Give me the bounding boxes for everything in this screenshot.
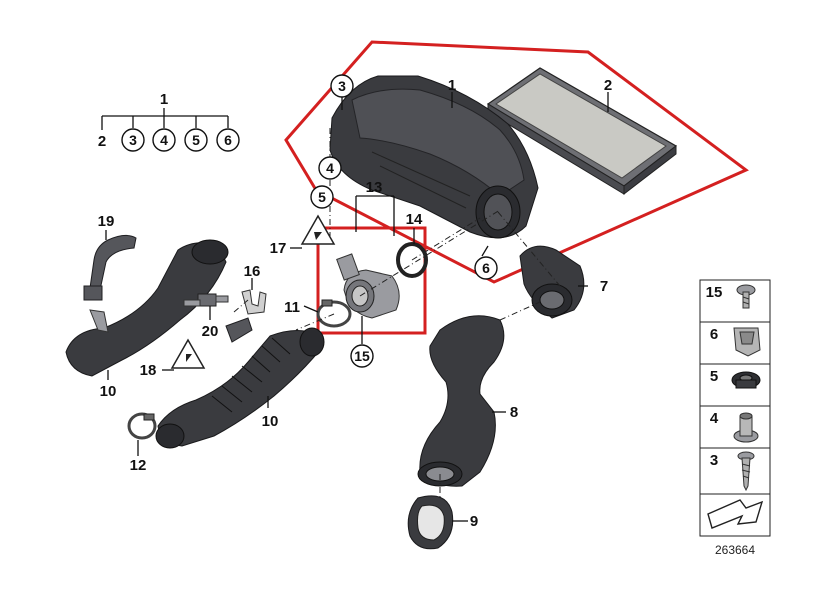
callout-14: 14 [406,211,423,228]
hose-clamp-12 [127,412,157,440]
callout-11: 11 [284,299,300,316]
diagram-number: 263664 [715,543,755,557]
callout-8: 8 [510,404,518,421]
hardware-legend: 15 6 5 4 3 [699,279,771,537]
callout-tree-root: 1 [160,91,168,108]
callout-12: 12 [130,457,147,474]
callout-tree-3: 3 [129,132,137,148]
corrugated-hose [155,317,325,449]
assembly-tree [101,108,229,130]
callout-6: 6 [482,260,490,276]
warning-triangle-18 [170,338,206,369]
callout-10-right: 10 [262,413,279,430]
callout-tree-4: 4 [160,132,168,148]
callout-16: 16 [244,263,261,280]
legend-label-3: 3 [710,452,718,469]
callout-15: 15 [354,348,370,364]
assembly-lines [233,128,561,498]
legend-label-5: 5 [710,368,718,385]
callout-1: 1 [448,77,456,94]
callout-19: 19 [98,213,115,230]
callout-7: 7 [600,278,608,295]
bracket-16 [241,289,267,315]
grommet-5-icon [731,371,761,389]
mass-air-flow-sensor [336,253,400,319]
intake-tube-left [65,239,229,377]
intake-seal [407,495,454,550]
legend-label-6: 6 [710,326,718,343]
rubber-adapter [519,245,585,319]
callout-4: 4 [326,160,334,176]
callout-13: 13 [366,179,383,196]
o-ring-14 [396,242,428,278]
callout-9: 9 [470,513,478,530]
air-filter-element [486,67,678,196]
callout-5: 5 [318,189,326,205]
legend-label-15: 15 [706,284,723,301]
intake-duct [417,315,505,487]
callout-10-left: 10 [100,383,117,400]
callout-3: 3 [338,78,346,94]
screw-15-icon [736,284,756,309]
valve-20 [183,293,229,307]
callout-20: 20 [202,323,219,340]
callout-tree-6: 6 [224,132,232,148]
callout-tree-2: 2 [98,133,106,150]
air-filter-housing [329,75,539,239]
hose-19 [83,234,137,333]
clip-6-icon [733,327,761,357]
hose-clamp-11 [316,299,352,328]
warning-triangle-17 [300,214,336,245]
callout-tree-5: 5 [192,132,200,148]
direction-arrow-icon [707,499,764,529]
callout-18: 18 [140,362,157,379]
callout-circles [121,74,498,368]
callout-2: 2 [604,77,612,94]
highlight-box-mass-air-flow [316,226,427,335]
callout-leaders [105,92,609,522]
legend-label-4: 4 [710,410,719,427]
screw-3-icon [737,451,755,492]
bushing-4-icon [733,412,759,443]
callout-17: 17 [270,240,287,257]
